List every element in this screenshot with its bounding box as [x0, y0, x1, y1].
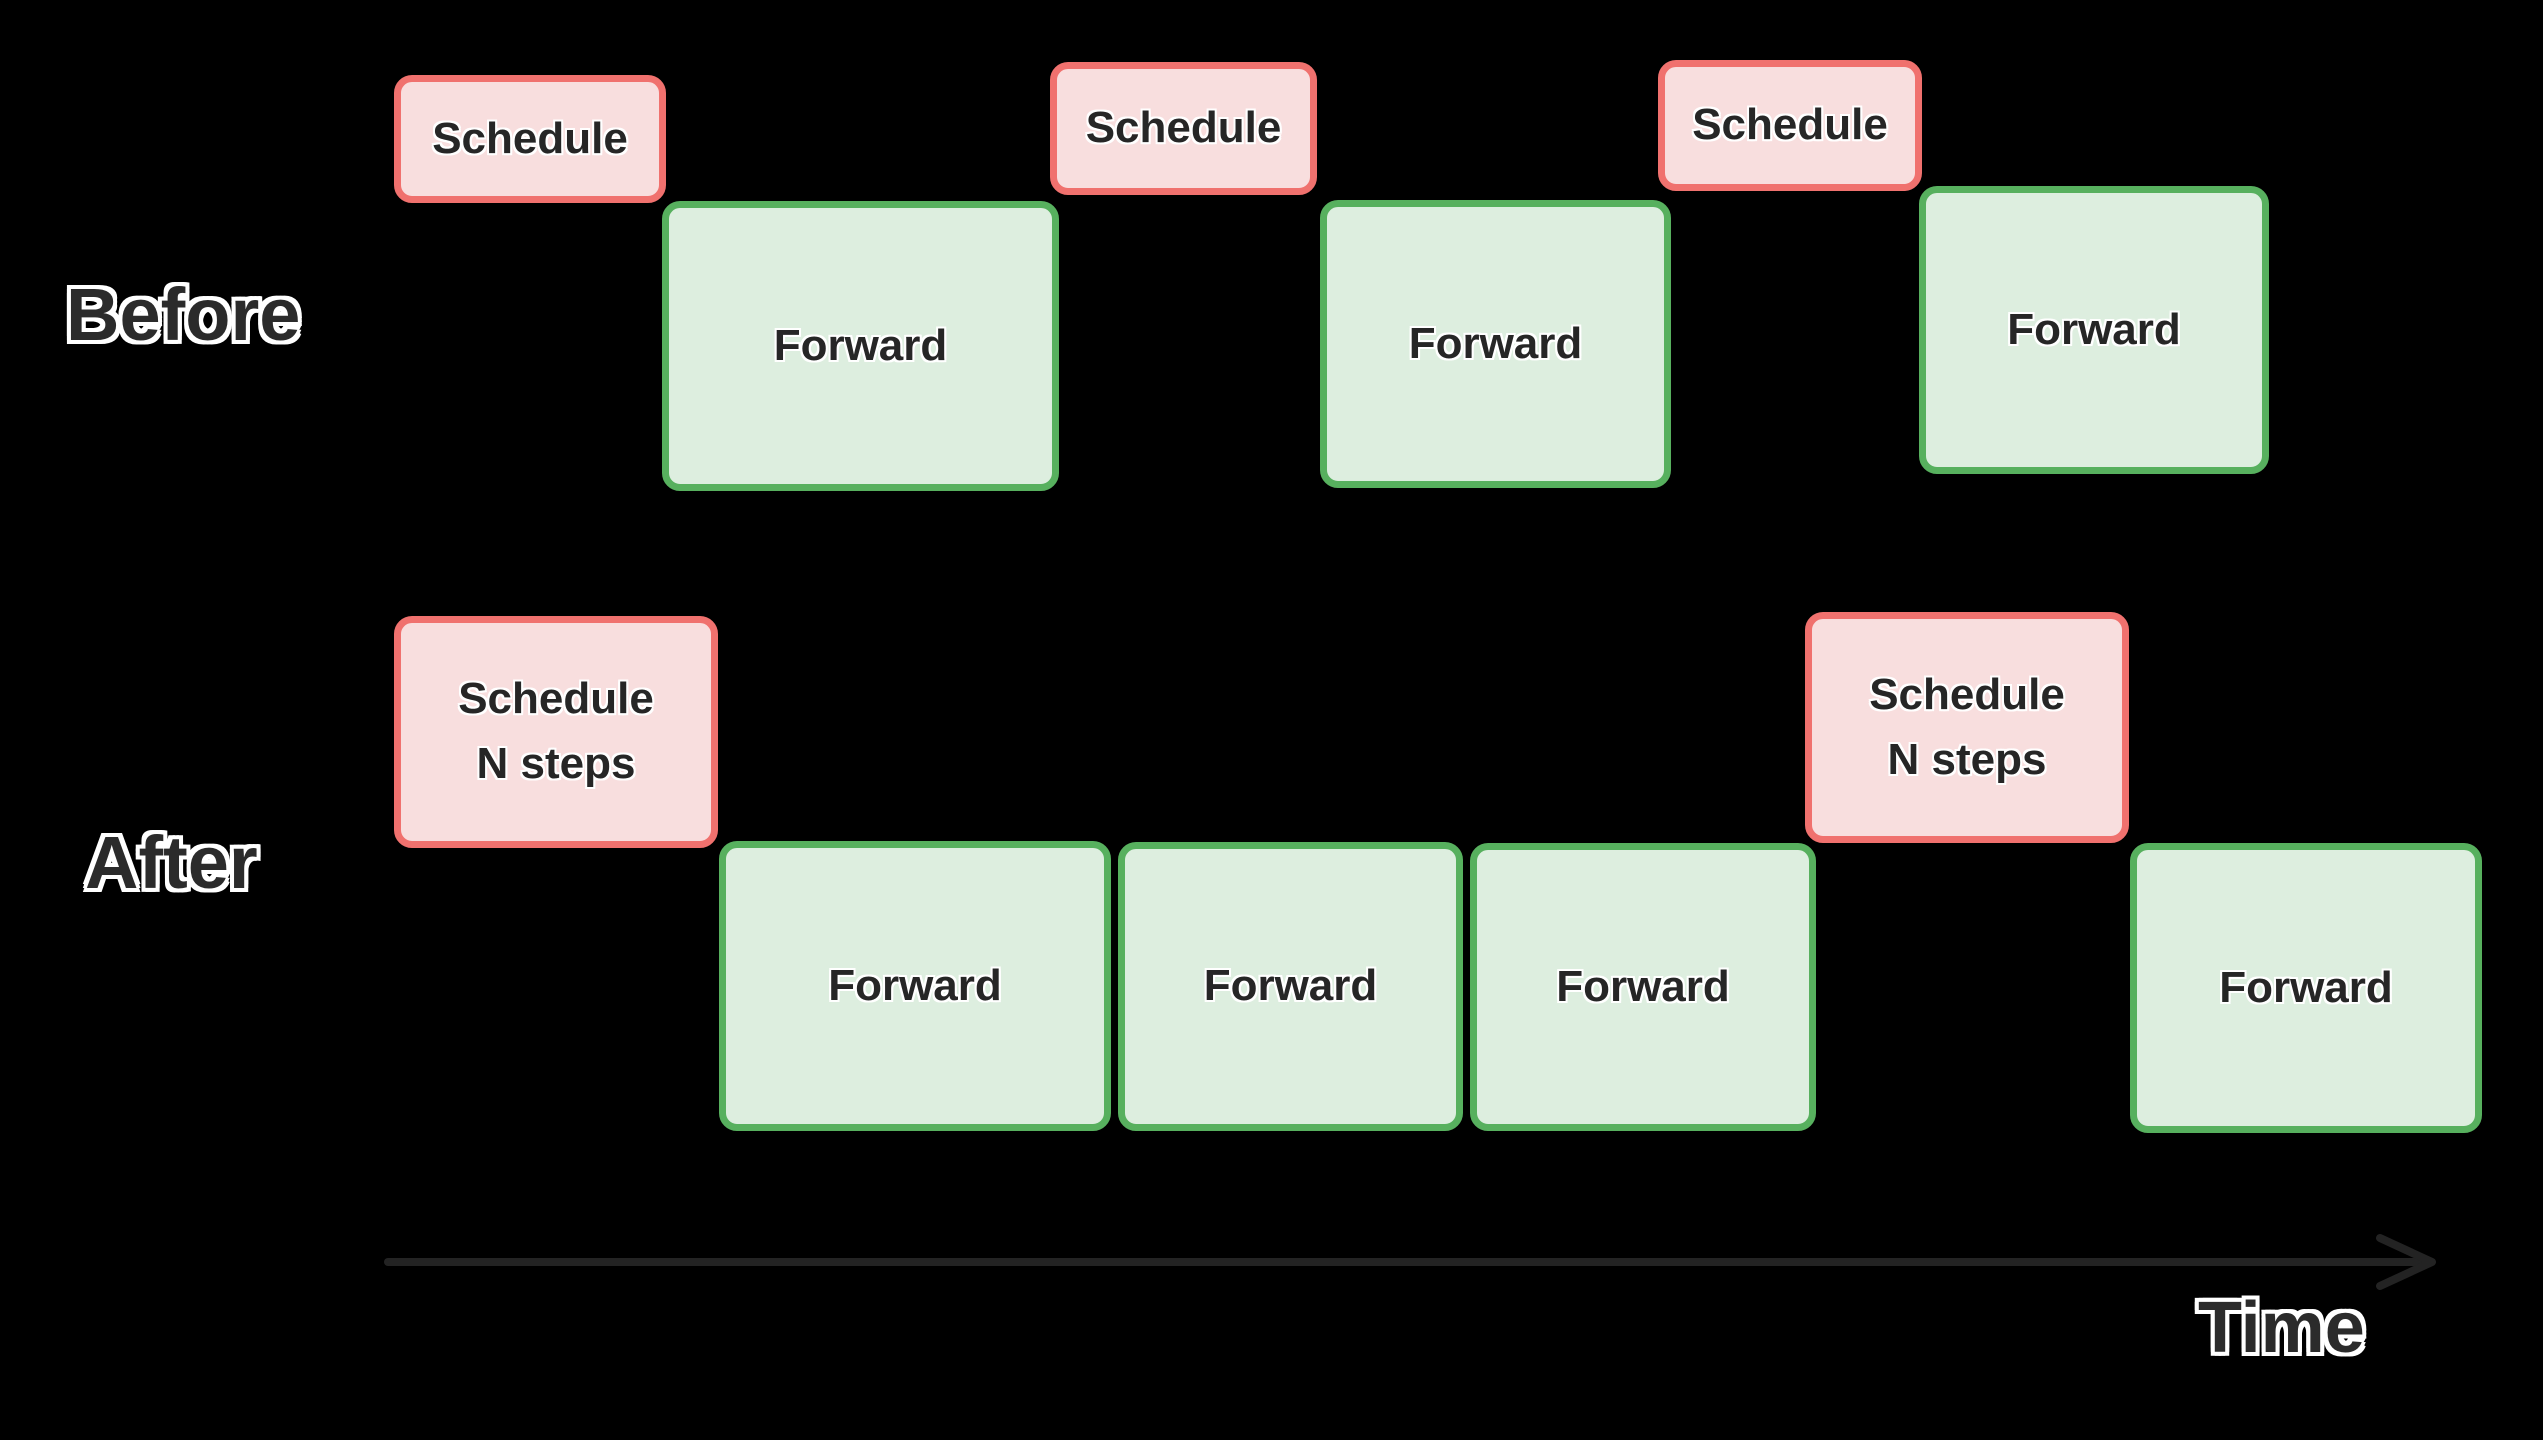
schedule-n-steps-line-1: Schedule	[458, 674, 654, 724]
forward-box-label: Forward	[1203, 961, 1378, 1011]
schedule-n-steps-label: Schedule N steps	[458, 673, 654, 791]
schedule-n-steps-line-2: N steps	[1887, 734, 2047, 784]
after-forward-box-3: Forward	[1470, 843, 1816, 1131]
forward-box-label: Forward	[2219, 962, 2393, 1012]
after-forward-box-4: Forward	[2130, 843, 2482, 1133]
after-schedule-n-steps-box-2: Schedule N steps	[1805, 612, 2129, 843]
before-schedule-box-2: Schedule	[1050, 62, 1317, 195]
schedule-n-steps-line-2: N steps	[476, 739, 636, 788]
after-row-label: After	[85, 821, 258, 904]
forward-box-label: Forward	[773, 320, 948, 370]
schedule-box-label: Schedule	[432, 113, 628, 163]
after-forward-box-2: Forward	[1118, 842, 1463, 1131]
before-forward-box-2: Forward	[1320, 200, 1671, 488]
after-schedule-n-steps-box-1: Schedule N steps	[394, 616, 718, 848]
time-axis-label: Time	[2198, 1288, 2365, 1368]
before-schedule-box-3: Schedule	[1658, 60, 1922, 191]
schedule-box-label: Schedule	[1692, 100, 1888, 150]
forward-box-label: Forward	[2007, 304, 2181, 354]
before-forward-box-3: Forward	[1919, 186, 2269, 474]
arrow-head-icon	[2376, 1234, 2436, 1290]
schedule-n-steps-line-1: Schedule	[1869, 669, 2065, 719]
forward-box-label: Forward	[1556, 961, 1730, 1011]
schedule-n-steps-label: Schedule N steps	[1869, 669, 2065, 787]
forward-box-label: Forward	[828, 960, 1002, 1010]
schedule-box-label: Schedule	[1085, 103, 1282, 153]
time-axis-arrow	[384, 1234, 2436, 1290]
after-forward-box-1: Forward	[719, 841, 1111, 1131]
before-row-label: Before	[66, 273, 301, 356]
forward-box-label: Forward	[1408, 318, 1583, 368]
before-forward-box-1: Forward	[662, 201, 1059, 491]
before-schedule-box-1: Schedule	[394, 75, 666, 203]
